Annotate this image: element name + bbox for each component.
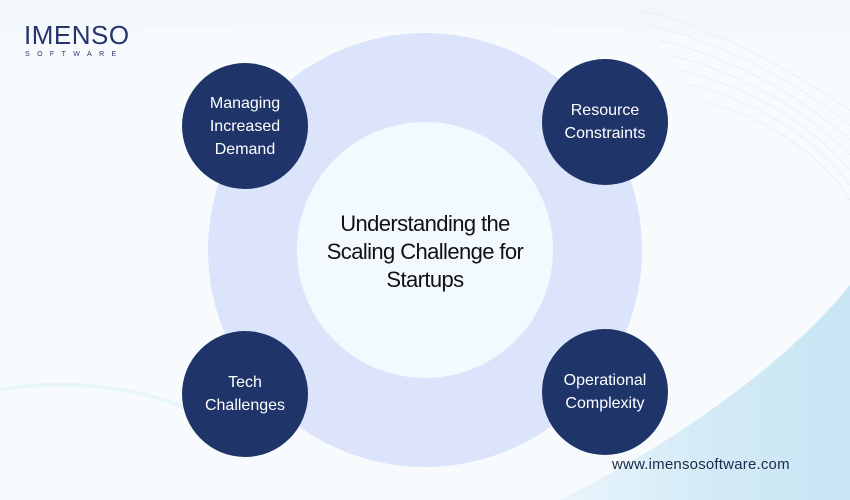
node-label-line: Increased bbox=[209, 117, 281, 135]
node-label: Tech Challenges bbox=[205, 371, 285, 417]
center-circle: Understanding the Scaling Challenge for … bbox=[297, 122, 553, 378]
node-resource-constraints: Resource Constraints bbox=[542, 59, 668, 185]
node-label-line: Managing bbox=[209, 94, 281, 112]
node-label-line: Tech bbox=[228, 374, 262, 391]
node-label-line: Constraints bbox=[564, 125, 646, 142]
node-label-line: Challenges bbox=[204, 397, 286, 414]
node-tech-challenges: Tech Challenges bbox=[182, 331, 308, 457]
logo-subtitle: SOFTWARE bbox=[25, 51, 124, 58]
node-managing-increased-demand: Managing Increased Demand bbox=[182, 63, 308, 189]
node-operational-complexity: Operational Complexity bbox=[542, 329, 668, 455]
center-title-line: Startups bbox=[386, 267, 464, 292]
node-label: Operational Complexity bbox=[564, 369, 647, 415]
center-title-line: Understanding the bbox=[340, 211, 510, 236]
node-label: Resource Constraints bbox=[565, 99, 646, 145]
node-label-line: Demand bbox=[214, 140, 276, 158]
node-label-line: Resource bbox=[570, 102, 640, 119]
center-title-line: Scaling Challenge for bbox=[326, 239, 524, 264]
node-label: Managing Increased Demand bbox=[210, 92, 280, 161]
logo-wordmark: IMENSO bbox=[24, 20, 130, 50]
node-label-line: Complexity bbox=[565, 395, 645, 412]
website-url: www.imensosoftware.com bbox=[612, 456, 790, 473]
node-label-line: Operational bbox=[563, 372, 647, 389]
center-title: Understanding the Scaling Challenge for … bbox=[305, 210, 545, 294]
imenso-logo: IMENSO SOFTWARE bbox=[24, 22, 134, 59]
